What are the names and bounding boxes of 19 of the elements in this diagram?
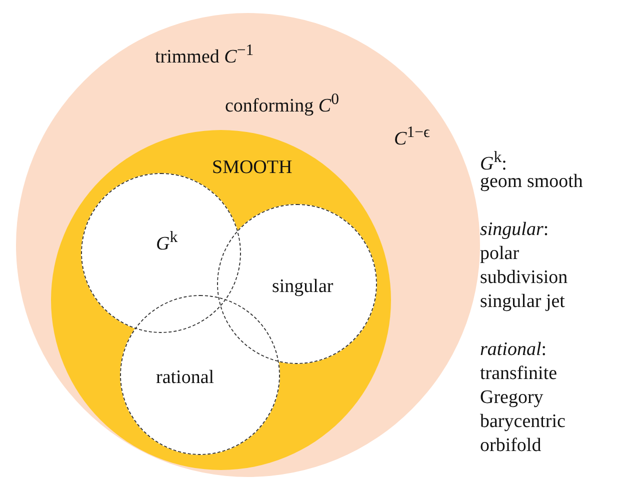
note-text: singular jet [480, 291, 565, 313]
set-label: rational [156, 367, 214, 389]
subset-circle [120, 295, 280, 455]
subset-circle [81, 173, 241, 333]
set-label: trimmed C$^{−1}$ [155, 41, 254, 68]
subset-circle [217, 204, 377, 364]
set-label: G$^{k}$ [156, 228, 178, 256]
set-label: conforming C$^{0}$ [225, 90, 340, 118]
note-text: barycentric [480, 411, 566, 433]
note-text: singular: [480, 219, 549, 241]
note-text: polar [480, 243, 520, 265]
note-text: rational: [480, 339, 547, 361]
note-text: Gregory [480, 387, 544, 409]
set-label: singular [272, 276, 334, 298]
note-text: orbifold [480, 435, 542, 457]
note-text: subdivision [480, 267, 568, 289]
note-text: transfinite [480, 363, 558, 385]
set-label: SMOOTH [212, 157, 292, 179]
set-label: C$^{1−ϵ}$ [394, 123, 430, 150]
